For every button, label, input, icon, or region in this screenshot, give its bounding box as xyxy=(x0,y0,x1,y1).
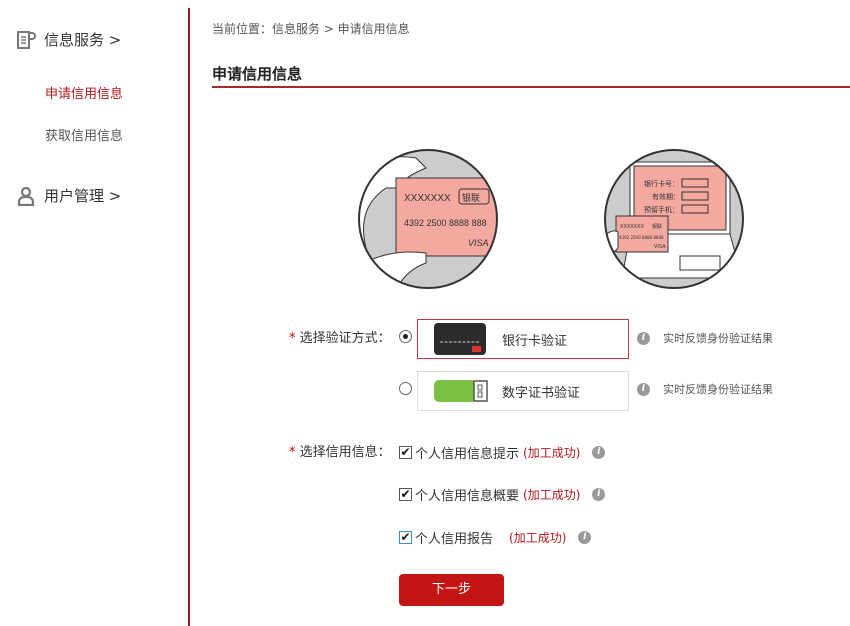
credit-item-label: 个人信用信息概要 xyxy=(415,489,520,504)
option-digital-cert[interactable]: 数字证书验证 xyxy=(417,371,629,411)
card-brand: 银联 xyxy=(462,192,480,204)
info-icon[interactable]: i xyxy=(578,531,592,544)
credit-item[interactable]: ✔ 个人信用信息概要 (加工成功) i xyxy=(399,485,606,504)
bank-card-icon xyxy=(434,323,486,355)
card-number: 4392 2500 8888 888 xyxy=(404,218,487,228)
card-name: XXXXXXX xyxy=(404,193,451,204)
next-button[interactable]: 下一步 xyxy=(399,574,504,606)
info-icon[interactable]: i xyxy=(592,446,606,459)
credit-info-label: * 选择信用信息： xyxy=(289,445,391,460)
checkbox[interactable]: ✔ xyxy=(399,487,412,501)
title-underline xyxy=(212,86,850,88)
option-hint: 实时反馈身份验证结果 xyxy=(663,332,773,345)
sidebar-section-user-management[interactable]: 用户管理 > xyxy=(16,185,121,206)
verify-method-label: * 选择验证方式： xyxy=(289,331,391,346)
sidebar-section-label: 信息服务 > xyxy=(44,31,122,49)
laptop-field-1: 银行卡号： xyxy=(644,179,679,188)
sidebar-section-info-service[interactable]: 信息服务 > xyxy=(16,29,121,50)
bank-card-illustration: XXXXXXX 银联 4392 2500 8888 888 VISA xyxy=(358,149,498,289)
credit-item-label: 个人信用报告 xyxy=(415,532,494,547)
info-icon[interactable]: i xyxy=(592,488,606,501)
status-badge: (加工成功) xyxy=(523,446,581,460)
credit-item[interactable]: ✔ 个人信用信息提示 (加工成功) i xyxy=(399,443,606,462)
option-bank-card[interactable]: 银行卡验证 xyxy=(417,319,629,359)
info-icon[interactable]: i xyxy=(637,332,650,345)
option-label: 银行卡验证 xyxy=(502,333,568,349)
page-title: 申请信用信息 xyxy=(212,65,303,83)
laptop-field-3: 预留手机： xyxy=(644,205,679,214)
document-icon xyxy=(17,30,36,49)
laptop-field-2: 有效期： xyxy=(652,192,680,201)
breadcrumb: 当前位置：信息服务 > 申请信用信息 xyxy=(212,22,410,36)
laptop-card-name: XXXXXXX xyxy=(620,224,645,230)
info-icon[interactable]: i xyxy=(637,383,650,396)
credit-item[interactable]: ✔ 个人信用报告 (加工成功) i xyxy=(399,528,592,547)
laptop-card-network: VISA xyxy=(654,244,666,250)
status-badge: (加工成功) xyxy=(523,488,581,502)
laptop-card-brand: 银联 xyxy=(652,223,662,230)
user-icon xyxy=(17,186,35,206)
radio-digital-cert[interactable] xyxy=(399,382,412,395)
option-label: 数字证书验证 xyxy=(502,385,581,401)
laptop-illustration: 银行卡号： 有效期： 预留手机： XXXXXXX 银联 4392 2500 88… xyxy=(604,149,744,289)
checkbox[interactable]: ✔ xyxy=(399,530,412,544)
sidebar-divider xyxy=(188,8,190,626)
sidebar-item-get-credit[interactable]: 获取信用信息 xyxy=(45,129,124,144)
radio-bank-card[interactable] xyxy=(399,330,412,343)
sidebar-section-label: 用户管理 > xyxy=(44,187,122,205)
laptop-card-number: 4392 2500 8888 8888 xyxy=(619,235,664,240)
credit-item-label: 个人信用信息提示 xyxy=(415,447,520,462)
option-hint: 实时反馈身份验证结果 xyxy=(663,383,773,396)
usb-key-icon xyxy=(434,380,488,402)
card-network: VISA xyxy=(468,238,489,248)
status-badge: (加工成功) xyxy=(509,531,567,545)
checkbox[interactable]: ✔ xyxy=(399,445,412,459)
sidebar-item-apply-credit[interactable]: 申请信用信息 xyxy=(45,87,124,102)
